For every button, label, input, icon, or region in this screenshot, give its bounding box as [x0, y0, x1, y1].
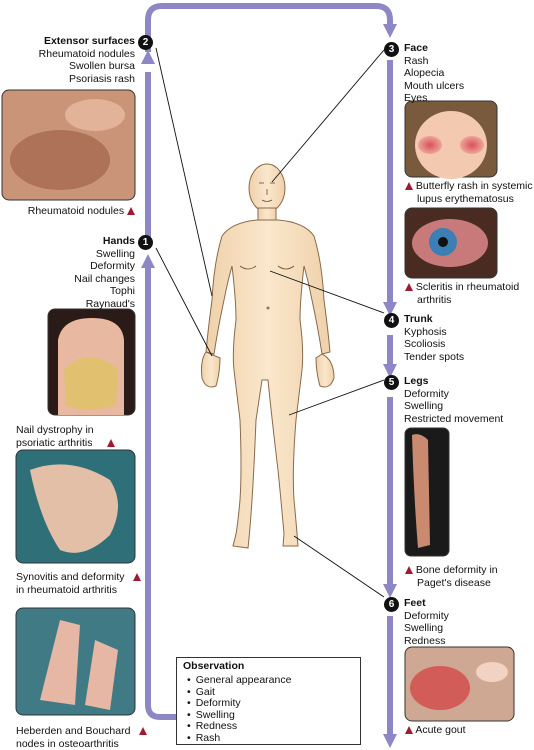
- photo-heberden-nodes: [15, 607, 136, 716]
- caption-marker-icon: [127, 207, 135, 215]
- feet-item: Deformity: [404, 609, 449, 622]
- face-item: Alopecia: [404, 67, 445, 80]
- caption-marker-icon: [133, 573, 142, 581]
- caption-butterfly-rash: Butterfly rash in systemic lupus erythem…: [405, 180, 533, 205]
- caption-marker-icon: [107, 438, 116, 447]
- trunk-item: Kyphosis: [404, 325, 447, 338]
- photo-butterfly-rash: [404, 100, 498, 179]
- hands-item: Nail changes: [74, 272, 135, 285]
- trunk-item: Tender spots: [404, 350, 465, 363]
- observation-box: Observation General appearance Gait Defo…: [176, 657, 361, 745]
- hands-item: Tophi: [109, 285, 135, 298]
- caption-heberden: Heberden and Bouchard nodes in osteoarth…: [16, 725, 148, 750]
- face-features: [239, 182, 295, 310]
- caption-paget: Bone deformity in Paget's disease: [405, 564, 498, 589]
- extensor-item: Rheumatoid nodules: [38, 47, 135, 60]
- photo-synovitis: [15, 449, 136, 564]
- caption-marker-icon: [405, 182, 413, 190]
- hands-item: Swelling: [95, 247, 135, 260]
- legs-item: Restricted movement: [404, 412, 504, 425]
- legs-item: Deformity: [404, 387, 449, 400]
- observation-item: Swelling: [187, 709, 291, 722]
- extensor-section: Extensor surfaces Rheumatoid nodules Swo…: [39, 35, 135, 85]
- face-section: Face Rash Alopecia Mouth ulcers Eyes: [404, 42, 464, 105]
- badge-5: 5: [384, 375, 399, 390]
- observation-item: Gait: [187, 686, 291, 699]
- caption-rheumatoid-nodules: Rheumatoid nodules: [28, 205, 135, 218]
- badge-2: 2: [138, 35, 153, 50]
- body-figure: [201, 163, 335, 549]
- hands-title: Hands: [102, 235, 135, 247]
- feet-title: Feet: [404, 597, 426, 609]
- badge-4: 4: [384, 313, 399, 328]
- photo-scleritis: [404, 207, 498, 279]
- extensor-item: Psoriasis rash: [69, 72, 135, 85]
- hands-section: Hands Swelling Deformity Nail changes To…: [74, 235, 135, 311]
- caption-synovitis: Synovitis and deformity in rheumatoid ar…: [16, 571, 142, 596]
- feet-section: Feet Deformity Swelling Redness: [404, 597, 449, 647]
- caption-marker-icon: [405, 283, 413, 291]
- photo-rheumatoid-nodules: [1, 89, 136, 201]
- leader-lines: [155, 47, 385, 598]
- badge-3: 3: [384, 42, 399, 57]
- feet-item: Swelling: [404, 622, 444, 635]
- legs-item: Swelling: [404, 400, 444, 413]
- trunk-section: Trunk Kyphosis Scoliosis Tender spots: [404, 313, 464, 363]
- trunk-item: Scoliosis: [404, 338, 446, 351]
- observation-list: General appearance Gait Deformity Swelli…: [187, 674, 292, 745]
- observation-item: General appearance: [187, 674, 292, 687]
- observation-item: Deformity: [187, 698, 291, 710]
- legs-title: Legs: [404, 375, 429, 387]
- extensor-title: Extensor surfaces: [43, 35, 135, 47]
- hands-item: Deformity: [90, 260, 135, 273]
- hands-item: Raynaud's: [85, 297, 135, 310]
- extensor-item: Swollen bursa: [69, 60, 135, 73]
- face-title: Face: [404, 42, 428, 54]
- circulation-arrow: [145, 3, 393, 735]
- face-item: Mouth ulcers: [404, 79, 465, 92]
- face-item: Rash: [404, 54, 429, 67]
- feet-item: Redness: [404, 634, 446, 647]
- photo-acute-gout: [404, 646, 515, 722]
- caption-marker-icon: [405, 566, 413, 574]
- trunk-title: Trunk: [404, 313, 433, 325]
- arrowheads: [141, 24, 397, 748]
- photo-nail-dystrophy: [47, 308, 136, 416]
- caption-nail-dystrophy: Nail dystrophy in psoriatic arthritis: [16, 424, 116, 449]
- caption-scleritis: Scleritis in rheumatoid arthritis: [405, 281, 519, 306]
- observation-item: Rash: [187, 732, 291, 745]
- caption-gout: Acute gout: [405, 724, 466, 737]
- face-item: Eyes: [404, 92, 428, 105]
- photo-paget-leg: [404, 427, 450, 557]
- badge-6: 6: [384, 597, 399, 612]
- caption-marker-icon: [405, 726, 413, 734]
- caption-marker-icon: [139, 727, 148, 735]
- observation-item: Redness: [187, 721, 291, 733]
- observation-title: Observation: [183, 660, 245, 672]
- legs-section: Legs Deformity Swelling Restricted movem…: [404, 375, 503, 425]
- badge-1: 1: [138, 235, 153, 250]
